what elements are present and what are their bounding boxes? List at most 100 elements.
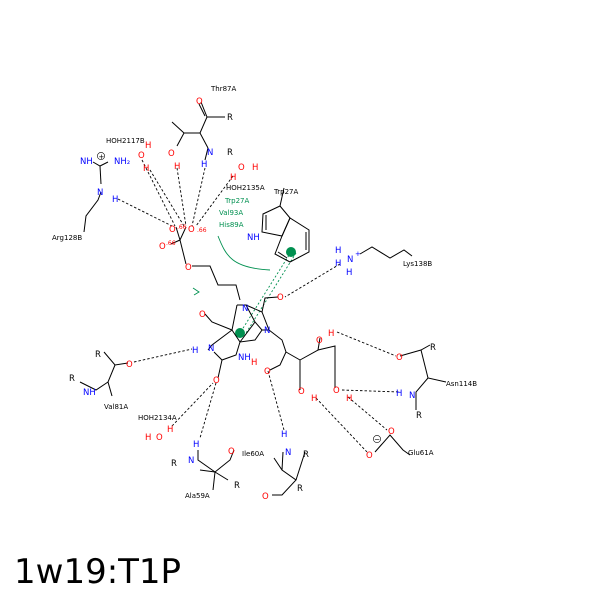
hbond-thr87-n-phosphate: [191, 167, 206, 227]
label-asn114: Asn114B: [446, 380, 477, 388]
trp27-nh: NH: [247, 233, 260, 243]
hoh2134-h1: H: [145, 433, 151, 443]
phosphate-o2-charge: .66: [197, 227, 207, 234]
hydrophobic-contacts: [192, 235, 297, 334]
hbond-glu61-b: [315, 397, 368, 453]
label-val93: Val93A: [219, 209, 243, 217]
thr87-n-r: R: [227, 148, 233, 158]
thr87-r: R: [227, 113, 233, 123]
pi-center-trp27: [286, 247, 296, 257]
hbond-ala59: [199, 382, 217, 439]
ligand-nh: NH: [238, 353, 251, 363]
lys138-h2: H: [335, 259, 341, 269]
hbond-val81: [133, 348, 193, 363]
ile60-r: R: [303, 450, 309, 460]
ligand-n3: N: [208, 344, 214, 354]
label-hoh2135: HOH2135A: [226, 184, 265, 192]
asn114-r: R: [416, 411, 422, 421]
val81-nh: NH: [83, 388, 96, 398]
label-lys138: Lys138B: [403, 260, 432, 268]
glu61-charge-minus: −: [374, 436, 380, 444]
ribityl-o3: O: [316, 336, 323, 346]
ligand-n1: N: [242, 304, 248, 314]
hbond-hoh2134: [171, 382, 214, 427]
lys138-plus: +: [355, 250, 361, 258]
hbond-arg128-phosphate: [117, 198, 173, 227]
atom-labels: O R O H N H R H O H O H H NH NH₂ N H + O…: [69, 97, 436, 502]
ribityl-o1: O: [264, 367, 271, 377]
arg128-n: N: [97, 188, 103, 198]
ligand-title: 1w19:T1P: [14, 552, 182, 592]
ligand-o-top: O: [199, 310, 206, 320]
phosphate-o-ester: O: [185, 263, 192, 273]
ligand-n2: N: [264, 326, 270, 336]
ile60-n: N: [285, 448, 291, 458]
ile60-h: H: [281, 430, 287, 440]
ligand-o-bottom: O: [213, 376, 220, 386]
thr87-o: O: [168, 149, 175, 159]
glu61-o2: O: [366, 451, 373, 461]
phosphate-o3: O: [159, 242, 166, 252]
arg128-nh: NH: [80, 157, 93, 167]
lys138-h3: H: [346, 268, 352, 278]
label-glu61: Glu61A: [408, 449, 434, 457]
asn114-r-top: R: [430, 343, 436, 353]
hbond-hoh2117-phosphate-b: [149, 169, 185, 227]
label-val81: Val81A: [104, 403, 128, 411]
bonds: [79, 101, 447, 496]
phosphate-o1-charge: .66: [177, 224, 187, 231]
hydrophobic-caret: [192, 287, 200, 296]
arg128-charge-ring: [97, 152, 105, 160]
val81-r-left: R: [69, 374, 75, 384]
label-his89: His89A: [219, 221, 244, 229]
ala59-r-left: R: [171, 459, 177, 469]
phosphate-o2: O: [188, 225, 195, 235]
hbond-hoh2117-phosphate-a: [141, 159, 176, 227]
hydrogen-bonds: [117, 159, 401, 453]
ala59-h: H: [193, 440, 199, 450]
hoh2117-o: O: [138, 151, 145, 161]
ribityl-o2: O: [298, 387, 305, 397]
ligand-o-right: O: [277, 293, 284, 303]
phosphate-o3-charge: .66: [166, 240, 176, 247]
hbond-ile60: [267, 370, 285, 431]
ribityl-h3: H: [328, 329, 334, 339]
asn114-o: O: [396, 353, 403, 363]
ribityl-h4: H: [346, 394, 352, 404]
ala59-n: N: [188, 456, 194, 466]
ribityl-h1: H: [251, 358, 257, 368]
arg128-h: H: [112, 195, 118, 205]
ile60-r2: R: [297, 484, 303, 494]
thr87-carbonyl-o: O: [196, 97, 203, 107]
hoh2135-h1: H: [252, 163, 258, 173]
ala59-r: R: [234, 481, 240, 491]
arg128-charge-plus: +: [99, 153, 105, 161]
asn114-h: H: [396, 389, 402, 399]
hoh2134-h2: H: [167, 425, 173, 435]
glu61-o1: O: [388, 427, 395, 437]
pi-stack-dash-b: [245, 252, 297, 334]
label-ile60: Ile60A: [242, 450, 264, 458]
lys138-h1: H: [335, 246, 341, 256]
ribityl-o4: O: [333, 386, 340, 396]
thr87-n: N: [207, 148, 213, 158]
arg128-nh2: NH₂: [114, 157, 130, 167]
hbond-hoh2135-phosphate: [195, 175, 234, 227]
hbond-asn114-o-a: [336, 331, 397, 357]
hoh2117-h1: H: [145, 141, 151, 151]
thr87-oh-h: H: [174, 162, 180, 172]
label-arg128: Arg128B: [52, 234, 82, 242]
hoh2135-o: O: [238, 163, 245, 173]
asn114-n: N: [409, 391, 415, 401]
val81-o: O: [126, 360, 133, 370]
label-hoh2117: HOH2117B: [106, 137, 145, 145]
lys138-n: N: [347, 255, 353, 265]
hbond-asn114-o-b: [341, 389, 401, 393]
label-trp27-green: Trp27A: [224, 197, 249, 205]
hoh2134-o: O: [156, 433, 163, 443]
glu61-charge-ring: [373, 435, 381, 443]
ribityl-h2: H: [311, 394, 317, 404]
label-trp27-top: Trp27A: [273, 188, 298, 196]
label-thr87: Thr87A: [210, 85, 236, 93]
